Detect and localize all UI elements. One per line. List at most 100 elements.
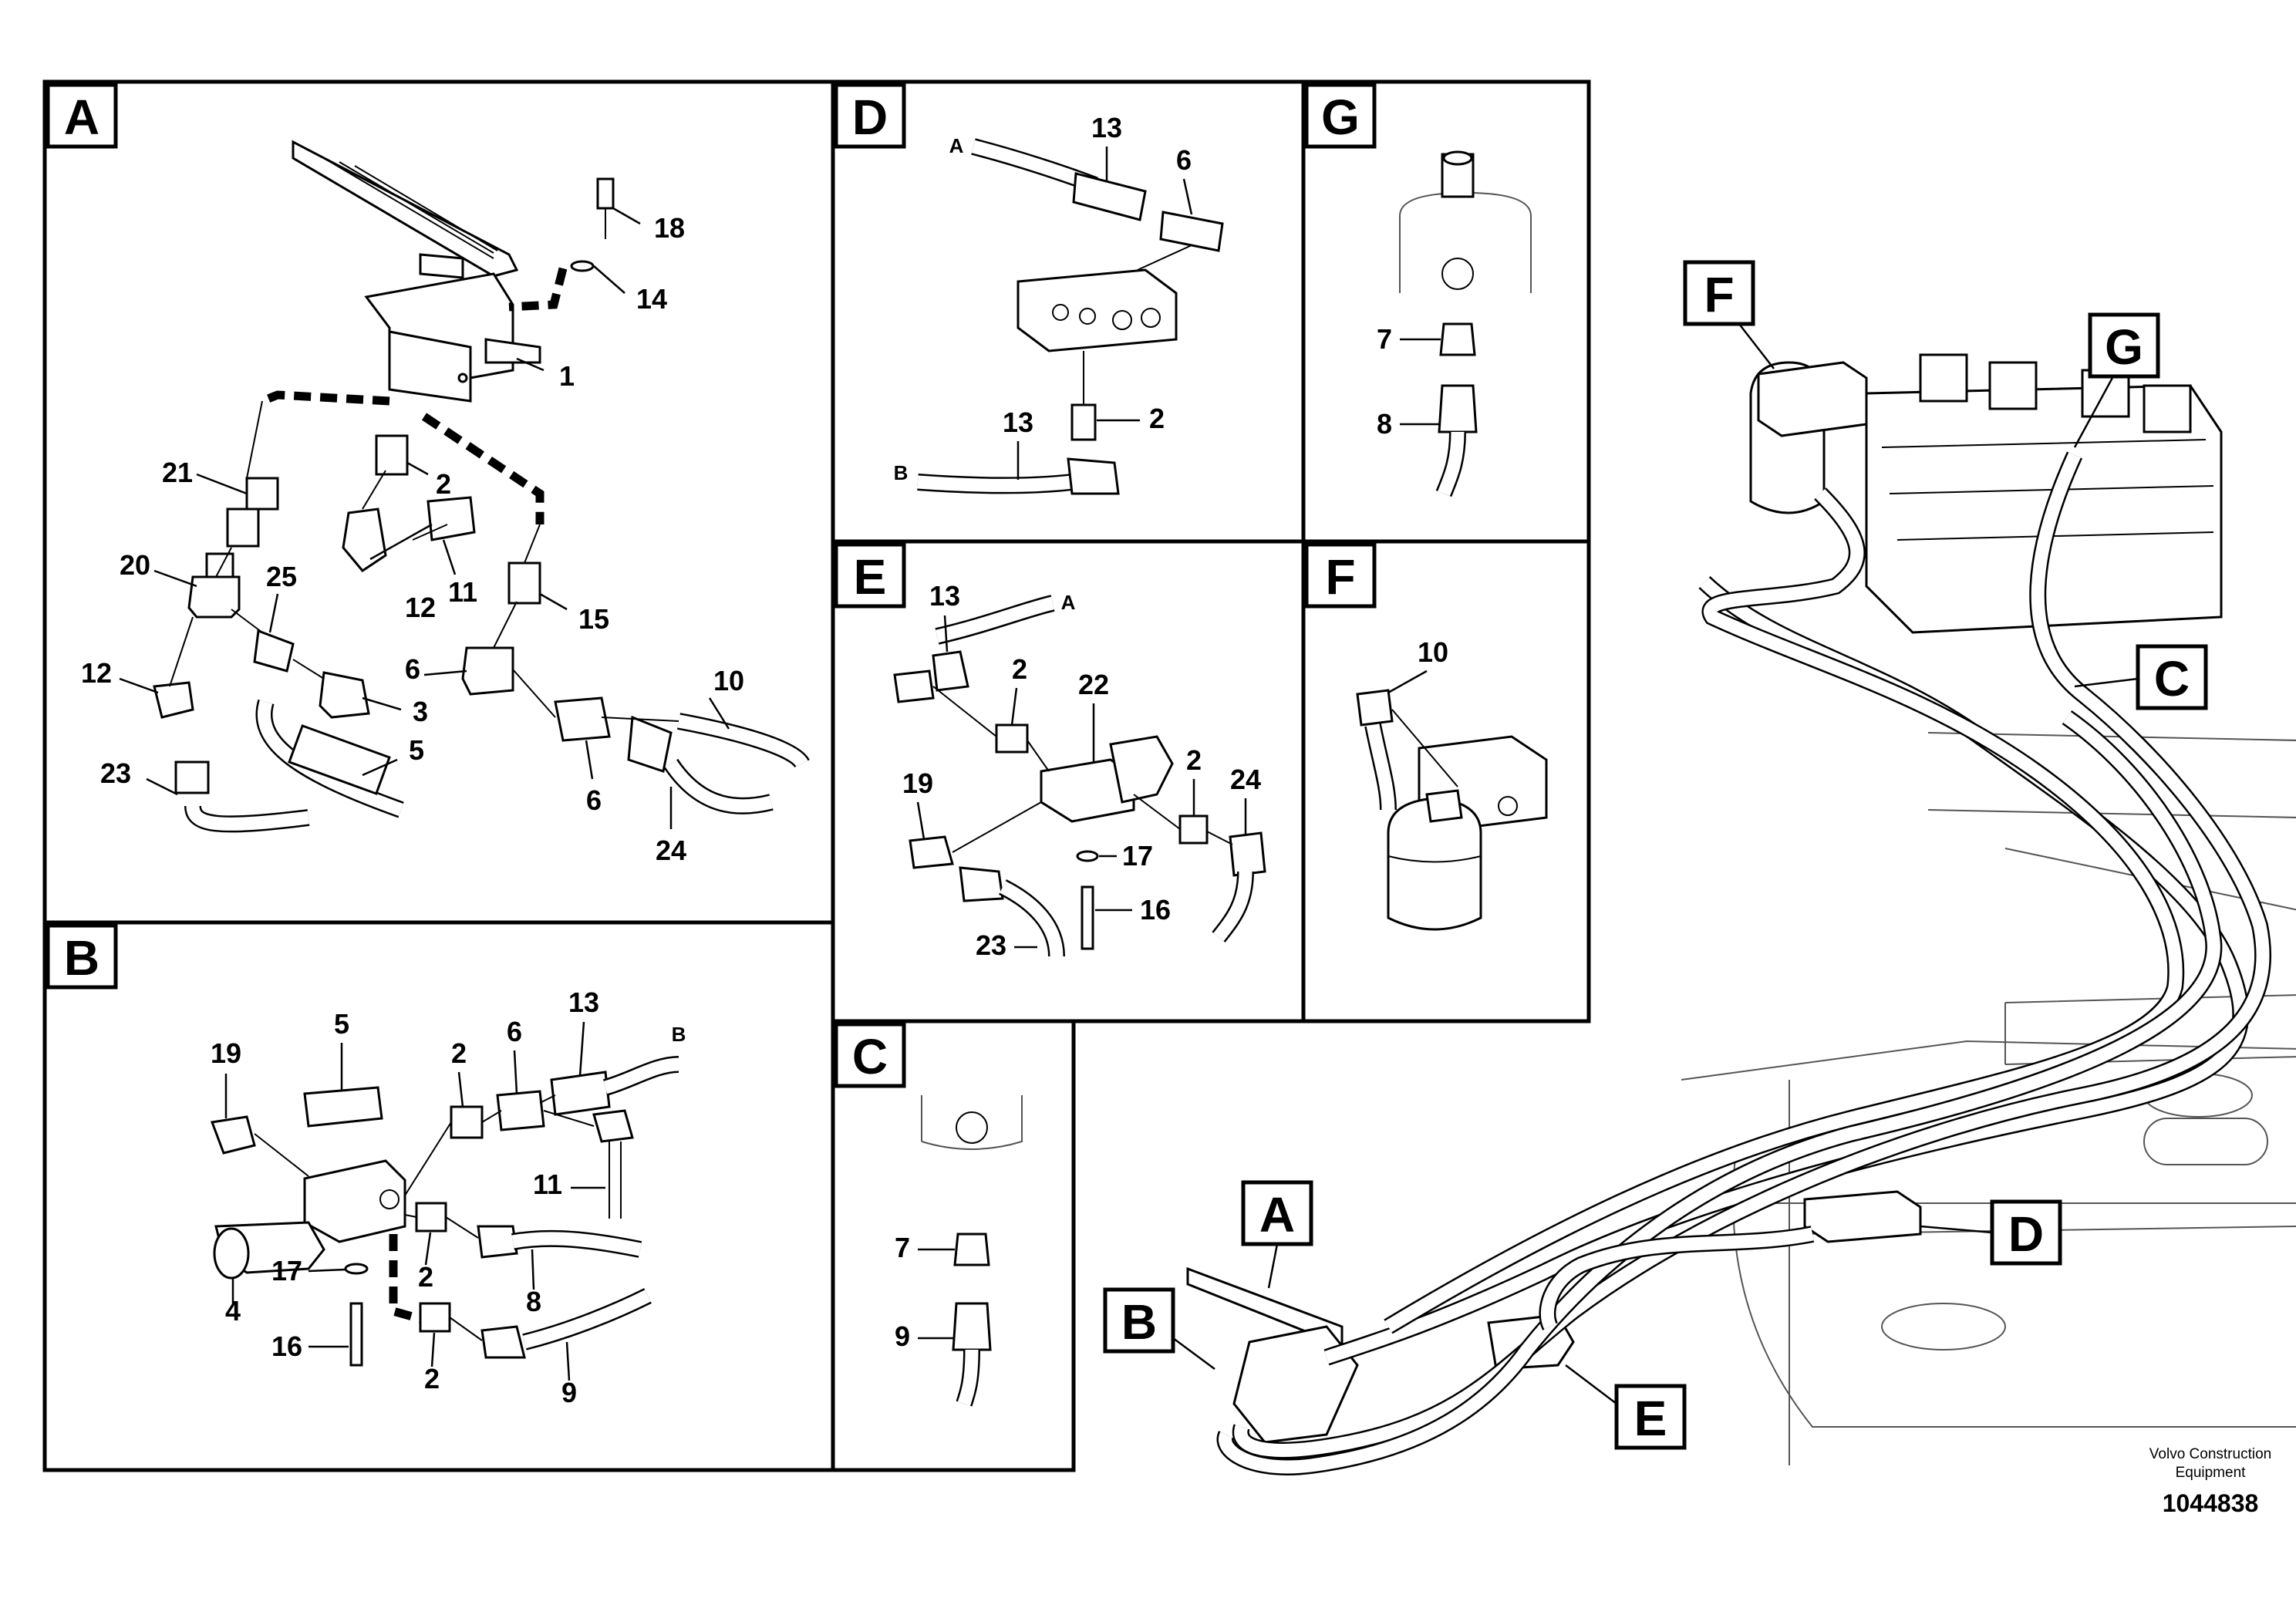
callout-13-d-bottom: 13 (1003, 406, 1033, 438)
callout-2-e2: 2 (1186, 744, 1202, 776)
panel-a-tag: A (64, 89, 99, 145)
valve-outline-c (921, 1095, 1023, 1150)
callout-7-g: 7 (1377, 323, 1392, 355)
pedal-valve-lug (484, 338, 541, 364)
callout-2-d: 2 (1149, 403, 1165, 434)
fitting-6-b (554, 696, 611, 742)
overview-e-box (1614, 1384, 1687, 1450)
callout-12-center: 12 (405, 592, 436, 623)
elbow-12-center (342, 508, 387, 572)
callout-13-e: 13 (929, 580, 960, 612)
overview-drawing (1186, 353, 2296, 1475)
valve-bolt (457, 373, 468, 383)
hose-end-b-label: B (672, 1023, 686, 1046)
dash-a-2 (260, 390, 390, 406)
callout-12-left: 12 (81, 657, 112, 689)
maker-line-2: Equipment (2176, 1465, 2247, 1481)
fitting-21a (245, 477, 279, 511)
hose-end-9-c (952, 1302, 992, 1351)
callout-2-b2: 2 (418, 1261, 433, 1293)
callout-1: 1 (559, 360, 575, 392)
hose-11-b (609, 1141, 622, 1219)
overview-block-d (1803, 1190, 1922, 1243)
callout-2-b1: 2 (451, 1037, 467, 1069)
callout-9-b: 9 (561, 1377, 577, 1408)
hose-5-ferrule (288, 724, 391, 795)
panel-d-tag-box (834, 83, 906, 149)
fitting-2-b1 (450, 1105, 484, 1139)
panel-c-tag-box (834, 1022, 906, 1088)
panel-b-drawing (210, 1056, 679, 1367)
fitting-2-a (375, 434, 409, 476)
panel-f-frame (1301, 539, 1591, 1023)
callout-22: 22 (1078, 669, 1109, 700)
hose-end-b-label-d: B (894, 461, 909, 484)
tee-20-top (205, 552, 234, 578)
panel-f-tag-box (1304, 542, 1377, 609)
callout-20: 20 (120, 549, 150, 581)
elbow-12-left (153, 681, 194, 719)
washer-17 (344, 1263, 369, 1275)
callout-6-right: 6 (586, 784, 602, 816)
callout-5: 5 (409, 734, 424, 766)
connector-lines-e (932, 686, 1233, 853)
overview-d-box (1990, 1199, 2062, 1266)
callout-10-f: 10 (1418, 636, 1448, 668)
overview-tag-f: F (1704, 267, 1734, 322)
callout-9-c: 9 (895, 1320, 910, 1352)
callout-19-e: 19 (902, 767, 933, 799)
pedal-tread (323, 157, 498, 259)
callout-11: 11 (448, 576, 477, 608)
panel-g-tag: G (1321, 89, 1360, 145)
callout-8-g: 8 (1377, 408, 1392, 440)
overview-c-box (2136, 644, 2208, 710)
elbow-24 (627, 715, 673, 773)
callout-24-e: 24 (1230, 764, 1261, 795)
panel-frames (42, 79, 1591, 1472)
washer-14 (570, 260, 595, 272)
solenoid-22 (1109, 735, 1174, 804)
callout-4: 4 (225, 1295, 241, 1327)
overview-tag-c: C (2154, 651, 2190, 706)
panel-e-tag-box (834, 542, 906, 609)
panel-g-tag-box (1304, 83, 1377, 149)
elbow-13-d (1067, 457, 1120, 495)
footer: Volvo Construction Equipment 1044838 (2149, 1446, 2271, 1517)
fitting-2-b2 (415, 1202, 447, 1233)
overview-tag-d: D (2008, 1206, 2044, 1262)
elbow-6-d (1159, 211, 1224, 252)
panel-g-drawing: 7 8 (1377, 150, 1532, 497)
valve-4-cap (213, 1227, 250, 1280)
pedal-valve-lower (388, 330, 472, 403)
elbow-9 (480, 1325, 526, 1359)
callout-10: 10 (713, 665, 744, 696)
overview-tag-b: B (1121, 1294, 1157, 1350)
fitting-23 (174, 760, 210, 794)
connector-lines-a (169, 400, 679, 722)
dash-a-1 (508, 267, 568, 312)
callout-18: 18 (654, 212, 685, 244)
callout-17-b: 17 (271, 1255, 302, 1286)
panel-a-labels: 1 18 14 21 2 20 25 11 12 15 12 3 6 6 10 … (81, 207, 744, 866)
panel-d-drawing (917, 138, 1224, 495)
panel-e-drawing (893, 595, 1266, 957)
elbow-19 (210, 1115, 256, 1155)
overview-pedal-valve (1232, 1325, 1359, 1444)
elbow-10-f (1356, 689, 1394, 727)
panel-c-frame (831, 1019, 1076, 1472)
elbow-11 (426, 496, 476, 541)
valve-outline-g (1399, 191, 1532, 293)
tee-6-b (496, 1090, 545, 1131)
bolt-16 (349, 1302, 363, 1367)
callout-19-b: 19 (211, 1037, 241, 1069)
hose-end-23-e (959, 866, 1004, 902)
maker-line-1: Volvo Construction (2149, 1446, 2271, 1462)
callout-3: 3 (413, 696, 428, 727)
fitting-15 (507, 561, 541, 605)
overview-tag-g: G (2105, 319, 2143, 375)
callout-11-b: 11 (533, 1168, 562, 1200)
overview-b-box (1103, 1287, 1175, 1354)
bolt-18 (596, 177, 615, 210)
nut-3 (319, 671, 370, 719)
fitting-2-d (1070, 403, 1097, 441)
